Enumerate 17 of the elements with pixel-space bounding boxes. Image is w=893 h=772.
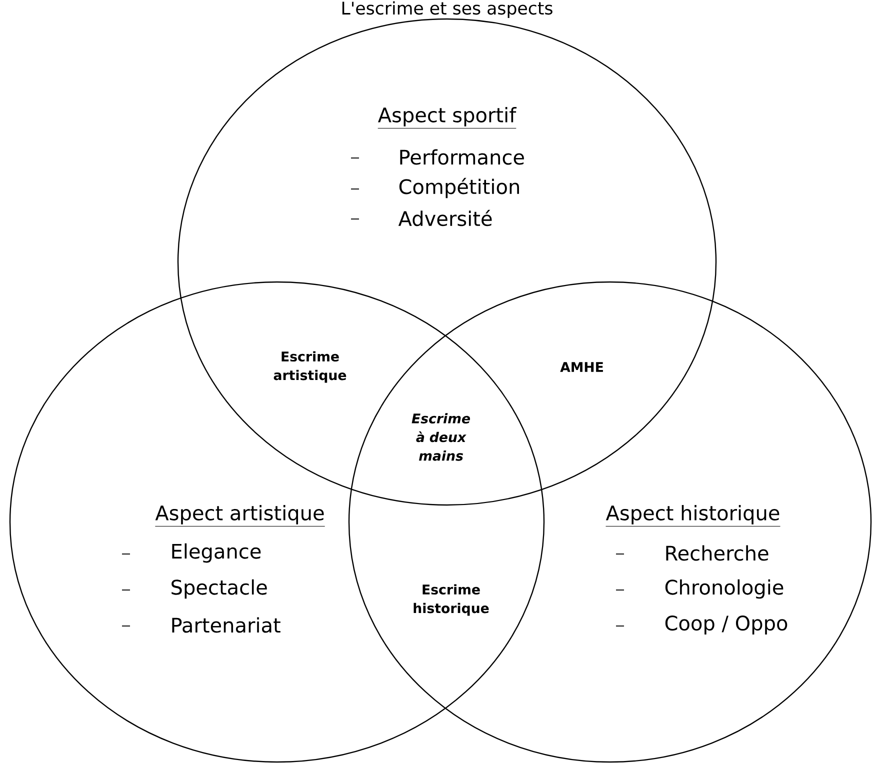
- list-item: Elegance: [122, 543, 261, 563]
- region-label: Escrime historique: [414, 584, 489, 616]
- title: L'escrime et ses aspects: [342, 1, 552, 18]
- list-item: Compétition: [350, 178, 519, 198]
- list-item: Spectacle: [122, 579, 267, 599]
- list-item: Performance: [350, 149, 524, 165]
- region-label: Escrime artistique: [274, 351, 346, 383]
- circle-heading: Aspect sportif: [378, 107, 517, 128]
- region-label: Escrime à deux mains: [412, 413, 470, 461]
- circle-heading: Aspect artistique: [154, 505, 326, 526]
- list-item: Chronologie: [616, 579, 784, 599]
- list-item: Coop / Oppo: [616, 616, 788, 634]
- region-label: AMHE: [560, 362, 603, 372]
- list-item: Recherche: [616, 545, 768, 561]
- list-item: Partenariat: [122, 617, 280, 633]
- circle-heading: Aspect historique: [606, 505, 781, 526]
- list-item: Adversité: [350, 210, 492, 226]
